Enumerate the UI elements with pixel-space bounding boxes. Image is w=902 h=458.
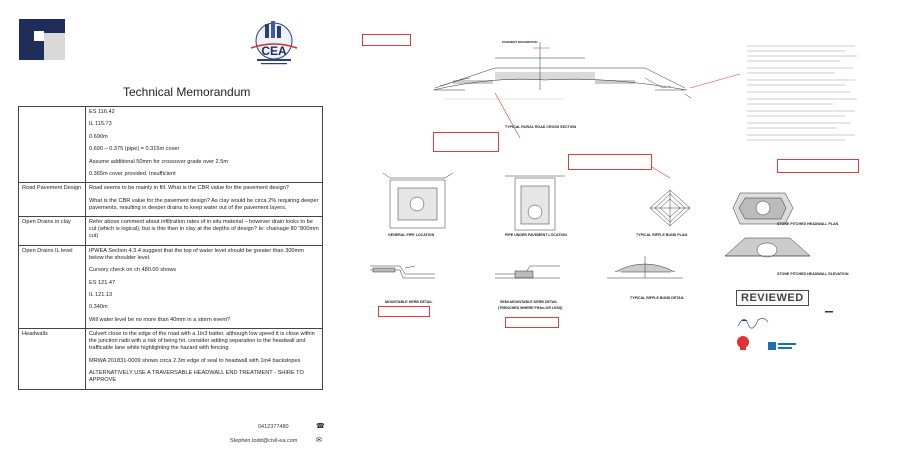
row-content: ES 116.42 IL 115.73 0.690m 0.690 – 0.375… [85, 105, 323, 184]
text-line: Assume additional 50mm for crossover gra… [89, 158, 228, 165]
cea-logo: CEA [250, 21, 298, 65]
memo-title: Technical Memorandum [123, 85, 251, 99]
envelope-icon: ✉ [316, 437, 322, 444]
row-content: Refer above comment about infiltration r… [85, 215, 323, 246]
text-line: Refer above comment about infiltration r… [89, 218, 319, 240]
riffle-detail-label: TYPICAL RIFFLE BUND DETAIL [630, 296, 684, 300]
text-line: IPWEA Section 4.3.4 suggest that the top… [89, 247, 304, 261]
semi-kerb-label: SEMI-MOUNTABLE KERB DETAIL [500, 300, 558, 304]
table-row: ES 116.42 IL 115.73 0.690m 0.690 – 0.375… [18, 105, 323, 184]
riffle-plan-label: TYPICAL RIFFLE BUND PLAN [636, 233, 688, 237]
text-line: 0.365m cover provided. Insufficient [89, 170, 176, 177]
text-line: 0.340m [89, 304, 108, 311]
engineers-australia-logo [768, 342, 796, 350]
row-content: Culvert close to the edge of the road wi… [85, 327, 323, 390]
semi-kerb-sublabel: (TRENCHED WHERE FH4m OR LESS) [498, 306, 563, 310]
row-content: Road seems to be mainly in fill. What is… [85, 182, 323, 217]
text-line: 0.690 – 0.375 (pipe) = 0.315m cover [89, 146, 180, 153]
review-note [378, 306, 430, 317]
headwall-plan-label: STONE PITCHED HEADWALL PLAN [777, 222, 839, 226]
certification-badge-icon [737, 336, 749, 350]
text-line: IL 115.73 [89, 121, 112, 128]
signature [737, 318, 769, 329]
text-line: What is the CBR value for the pavement d… [89, 197, 319, 211]
text-line: MRWA 201831-0009 shows circa 2.3m edge o… [89, 357, 301, 364]
text-line: ES 121.47 [89, 279, 116, 286]
row-label: Headwalls [18, 327, 86, 390]
company-logo [17, 17, 67, 62]
text-line: ES 116.42 [89, 109, 115, 115]
text-line: Will water level be no more than 40mm in… [89, 316, 231, 323]
pavement-info-label: PAVEMENT INFORMATION [502, 40, 538, 44]
text-line: Road seems to be mainly in fill. What is… [89, 185, 289, 192]
table-row: Open Drains in clay Refer above comment … [18, 215, 323, 246]
row-label: Open Drains in clay [18, 215, 86, 246]
mountable-kerb-label: MOUNTABLE KERB DETAIL [385, 300, 433, 304]
text-line: ALTERNATIVELY USE A TRAVERSABLE HEADWALL… [89, 370, 304, 384]
drawing-linework [370, 42, 833, 321]
notes-column [747, 45, 857, 141]
text-line: Cursory check on ch 480.00 shows [89, 267, 177, 274]
review-note [777, 159, 859, 173]
text-line: IL 121.13 [89, 291, 113, 298]
phone-icon: ☎ [316, 423, 325, 430]
phone-number: 0412377480 [258, 424, 289, 430]
general-pipe-label: GENERAL PIPE LOCATION [388, 233, 435, 237]
rural-road-label: TYPICAL RURAL ROAD CROSS SECTION [505, 125, 577, 129]
email-address[interactable]: Stephen.todd@civil-ea.com [230, 438, 298, 444]
row-label: Road Pavement Design [18, 182, 86, 217]
table-row: Road Pavement Design Road seems to be ma… [18, 182, 323, 217]
text-line: 0.690m [89, 133, 108, 140]
text-line: Culvert close to the edge of the road wi… [89, 330, 315, 352]
reviewed-stamp: REVIEWED [736, 290, 809, 306]
review-note [505, 317, 559, 328]
table-row: Headwalls Culvert close to the edge of t… [18, 327, 323, 390]
table-row: Open Drains IL level IPWEA Section 4.3.4… [18, 244, 323, 329]
row-label [18, 105, 86, 184]
drawing-sheet: TYPICAL RURAL ROAD CROSS SECTION PAVEMEN… [345, 28, 893, 360]
logo-text: CEA [261, 44, 287, 58]
memo-table: ES 116.42 IL 115.73 0.690m 0.690 – 0.375… [18, 105, 323, 390]
headwall-elev-label: STONE PITCHED HEADWALL ELEVATION [777, 272, 849, 276]
pipe-under-label: PIPE UNDER PAVEMENT LOCATION [505, 233, 567, 237]
review-note [568, 154, 652, 170]
review-note [433, 132, 499, 152]
row-label: Open Drains IL level [18, 244, 86, 329]
row-content: IPWEA Section 4.3.4 suggest that the top… [85, 244, 323, 329]
review-note [362, 34, 411, 46]
